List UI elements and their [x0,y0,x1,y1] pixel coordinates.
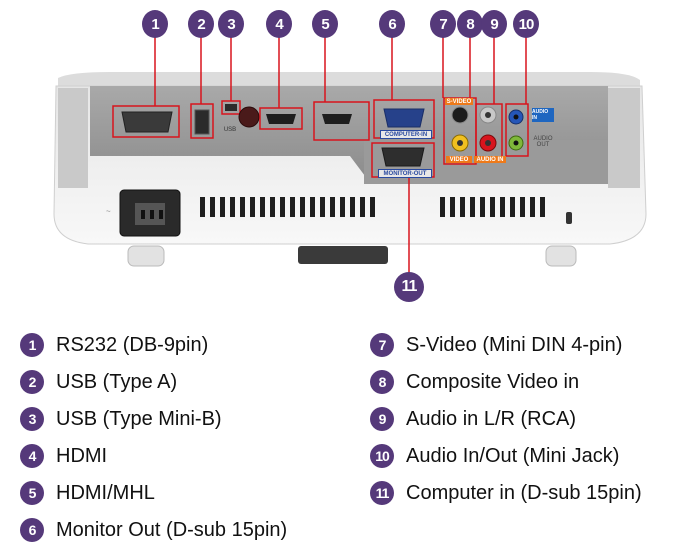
center-foot [298,246,388,264]
audio-jack-highlight [505,103,529,157]
legend-label-3: USB (Type Mini-B) [56,407,222,430]
audio-out-label: AUDIO OUT [533,136,553,148]
callout-badge-6: 6 [379,10,405,38]
legend-label-4: HDMI [56,444,108,467]
callout-badge-2: 2 [188,10,214,38]
legend-badge-11: 11 [370,481,394,505]
svg-text:~: ~ [106,207,111,216]
right-foot [545,245,577,267]
monitor-out-tag: MONITOR-OUT [378,169,432,178]
right-side-trim [608,88,640,188]
left-foot [127,245,165,267]
legend-badge-4: 4 [20,444,44,468]
legend-badge-3: 3 [20,407,44,431]
legend-item-8: 8 Composite Video in [370,367,579,397]
computer-in-tag: COMPUTER-IN [380,130,432,139]
callout-badge-4: 4 [266,10,292,38]
legend-badge-1: 1 [20,333,44,357]
usb-label: USB [223,127,237,133]
hdmi-highlight [259,107,303,130]
callout-badge-7: 7 [430,10,456,38]
vent-right [440,197,545,217]
callout-badge-5: 5 [312,10,338,38]
legend-badge-10: 10 [370,444,394,468]
legend-item-9: 9 Audio in L/R (RCA) [370,404,576,434]
legend-label-2: USB (Type A) [56,370,178,393]
legend-label-1: RS232 (DB-9pin) [56,333,209,356]
callout-badge-9: 9 [481,10,507,38]
legend-label-7: S-Video (Mini DIN 4-pin) [406,333,623,356]
callout-badge-8: 8 [457,10,483,38]
callout-lines [154,34,527,276]
round-cover [238,106,260,128]
vent-left [200,197,375,217]
legend-item-5: 5 HDMI/MHL [20,478,155,508]
legend-item-4: 4 HDMI [20,441,107,471]
legend-item-1: 1 RS232 (DB-9pin) [20,330,208,360]
hdmi-mhl-port [322,114,352,124]
audio-in-tag: AUDIO IN [532,108,554,122]
callout-badge-10: 10 [513,10,539,38]
kensington-lock [566,212,572,224]
legend-item-11: 11 Computer in (D-sub 15pin) [370,478,642,508]
callout-badge-3: 3 [218,10,244,38]
legend-label-8: Composite Video in [406,370,580,393]
legend-badge-7: 7 [370,333,394,357]
projector-illustration: ~ [53,34,647,276]
legend-badge-5: 5 [20,481,44,505]
legend-item-6: 6 Monitor Out (D-sub 15pin) [20,515,287,545]
legend-label-5: HDMI/MHL [56,481,155,504]
legend-item-7: 7 S-Video (Mini DIN 4-pin) [370,330,622,360]
legend-label-9: Audio in L/R (RCA) [406,407,577,430]
legend-label-10: Audio In/Out (Mini Jack) [406,444,620,467]
callout-badge-1: 1 [142,10,168,38]
legend-label-6: Monitor Out (D-sub 15pin) [56,518,288,541]
rs232-highlight [112,105,180,138]
legend-item-10: 10 Audio In/Out (Mini Jack) [370,441,619,471]
audio-in-lr-tag: AUDIO IN [474,156,506,163]
left-side-trim [58,88,88,188]
hdmi-mhl-highlight [313,101,370,141]
monitor-out-port [381,147,425,167]
legend-badge-6: 6 [20,518,44,542]
usb-mini-port [225,104,237,111]
callout-badge-11: 11 [394,272,424,302]
hdmi-port [266,114,296,124]
computer-in-port [383,108,425,128]
legend-badge-9: 9 [370,407,394,431]
legend-item-2: 2 USB (Type A) [20,367,177,397]
svideo-tag: S-VIDEO [445,98,473,105]
rs232-port [121,111,173,133]
legend-badge-8: 8 [370,370,394,394]
video-tag: VIDEO [446,156,472,163]
legend-label-11: Computer in (D-sub 15pin) [406,481,642,504]
svideo-port [451,106,469,124]
usb-a-highlight [190,103,214,139]
legend-badge-2: 2 [20,370,44,394]
usb-a-port [194,109,210,135]
legend-item-3: 3 USB (Type Mini-B) [20,404,222,434]
